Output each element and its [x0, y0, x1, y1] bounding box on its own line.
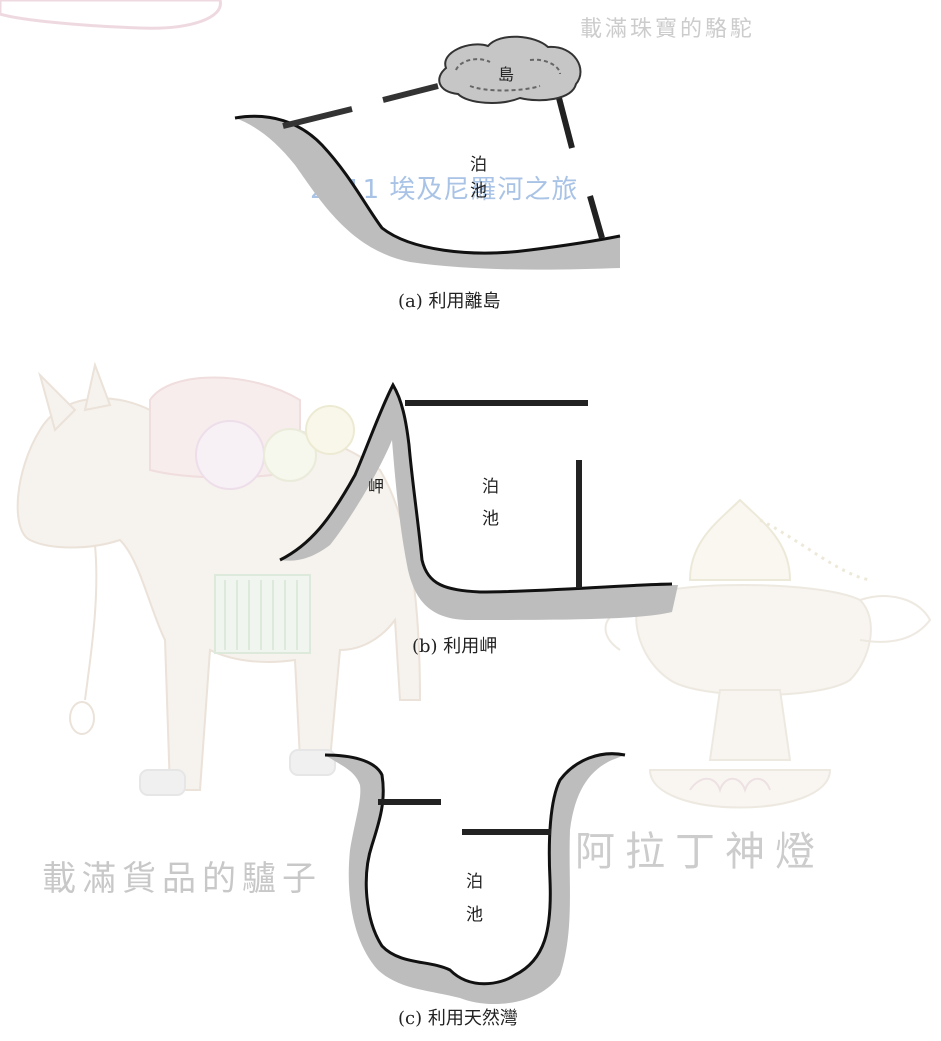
basin-label-c-2: 池 [466, 905, 483, 925]
basin-label-a-1: 泊 [470, 155, 487, 175]
watermark-camel-label: 載滿珠寶的駱駝 [580, 17, 755, 42]
basin-label-c-1: 泊 [466, 872, 483, 892]
basin-label-a-2: 池 [470, 181, 487, 201]
bay-shading [325, 753, 625, 1005]
breakwater-left-1 [282, 106, 353, 129]
caption-b: (b) 利用岬 [412, 636, 497, 657]
breakwater-right-1 [556, 97, 575, 149]
basin-label-b-2: 池 [482, 509, 499, 529]
cape-coastline [279, 381, 673, 594]
watermark-lamp-label: 阿拉丁神燈 [575, 829, 825, 875]
basin-label-b-1: 泊 [482, 477, 499, 497]
cape-label: 岬 [368, 477, 384, 496]
watermark-donkey-drawing [16, 361, 422, 796]
caption-c: (c) 利用天然灣 [398, 1008, 518, 1029]
coastline-shading [235, 116, 620, 270]
cape-shading [280, 385, 678, 620]
watermark-camel-drawing [0, 0, 222, 30]
coastline [234, 114, 621, 255]
breakwater-left-2 [382, 83, 439, 103]
island-label: 島 [498, 65, 514, 84]
diagram-a-island: 島 泊 池 (a) 利用離島 [234, 35, 621, 312]
watermark-donkey-label: 載滿貨品的驢子 [42, 859, 322, 899]
island-shape [438, 35, 582, 104]
diagram-c-bay: 泊 池 (c) 利用天然灣 [324, 752, 626, 1029]
diagram-b-cape: 岬 泊 池 (b) 利用岬 [279, 381, 678, 657]
breakwater-right-2 [587, 195, 605, 239]
watermark-lamp-drawing [604, 498, 932, 809]
caption-a: (a) 利用離島 [398, 291, 501, 312]
